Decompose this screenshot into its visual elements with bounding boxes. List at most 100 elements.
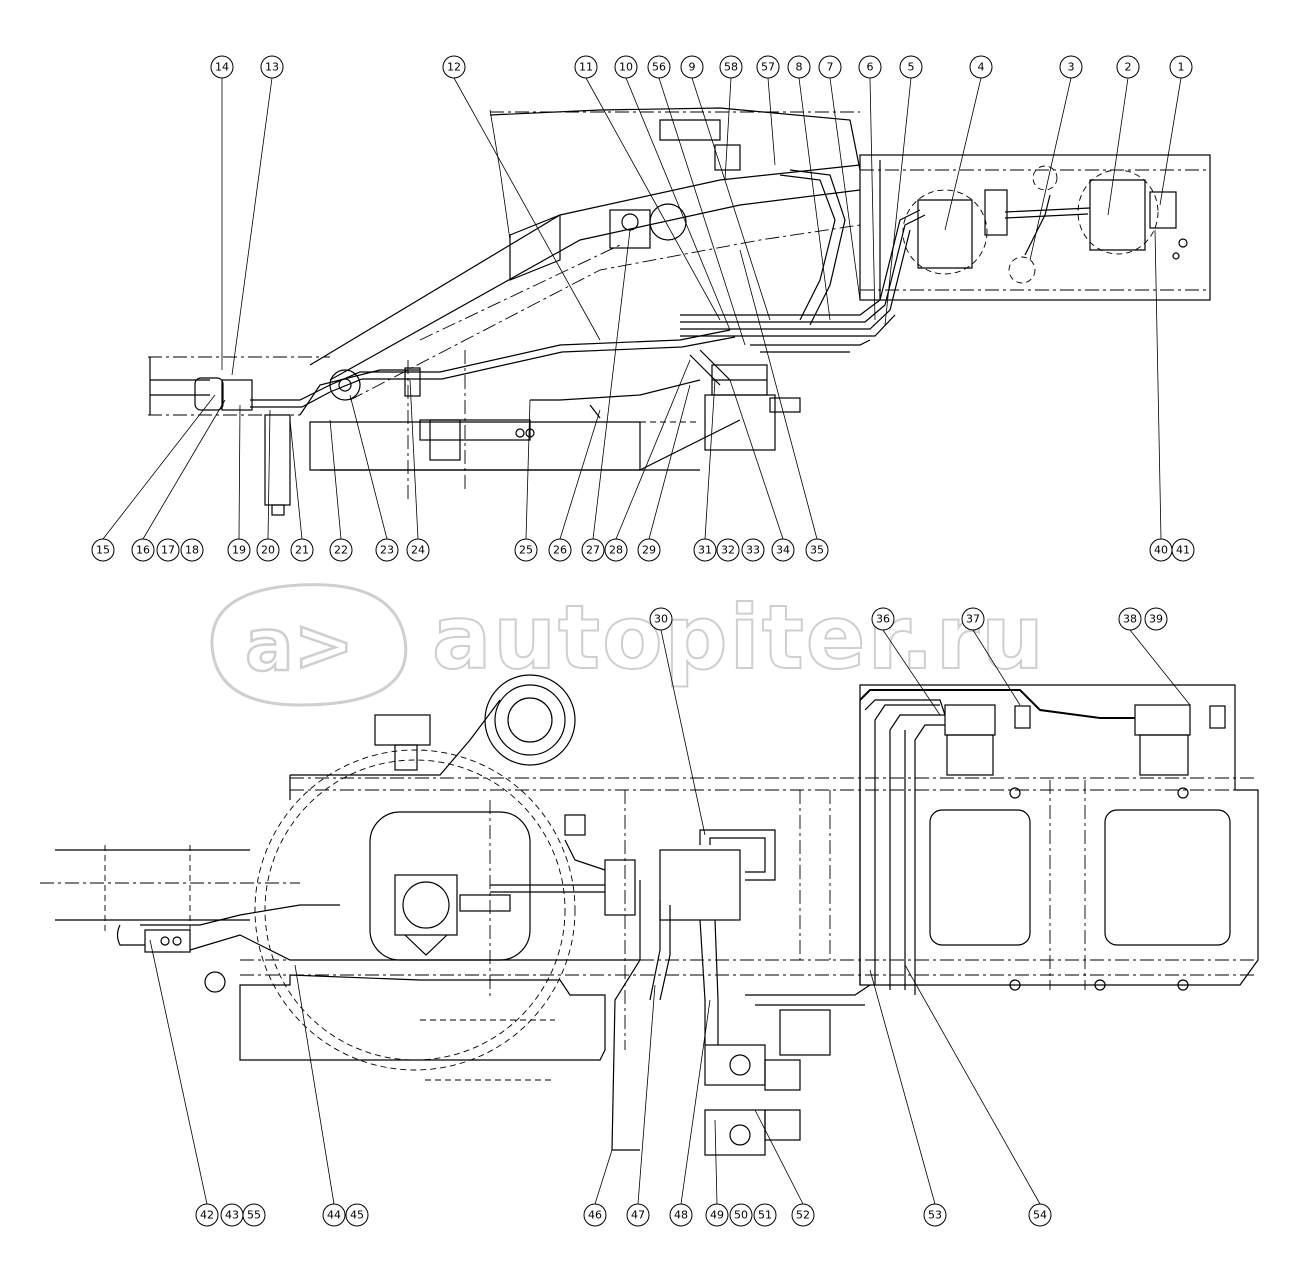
callout-circle [514,538,538,562]
callout-42: 42 [149,939,219,1227]
callout-34: 34 [729,379,795,562]
callout-circle [1144,607,1168,631]
callout-circle [1116,55,1140,79]
callout-label: 56 [652,61,666,74]
callout-leader [972,629,1021,706]
callout-circle [753,1203,777,1227]
callout-50: 50 [729,1203,753,1227]
watermark-badge-shape [210,583,408,707]
callout-circle [756,55,780,79]
callout-leader [1129,629,1191,706]
callout-circle [923,1203,947,1227]
callout-circle [771,538,795,562]
callout-leader [1154,229,1162,540]
callout-39: 39 [1144,607,1168,631]
callout-19: 19 [227,404,251,562]
callout-circle [131,538,155,562]
callout-22: 22 [329,419,353,562]
callout-label: 39 [1149,613,1163,626]
callout-label: 58 [724,61,738,74]
callout-label: 21 [295,544,309,557]
callout-24: 24 [406,379,430,562]
callout-circle [604,538,628,562]
callout-55: 55 [242,1203,266,1227]
callout-circle [741,538,765,562]
callout-label: 47 [631,1209,645,1222]
callout-leader [637,984,656,1205]
callout-circle [91,538,115,562]
callout-circle [290,538,314,562]
callout-label: 40 [1154,544,1168,557]
callout-circle [329,538,353,562]
callout-leader [231,77,273,376]
callout-leader [294,964,335,1205]
callout-leader [289,419,303,540]
callout-11: 11 [574,55,721,321]
callout-46: 46 [583,1149,613,1227]
callout-leader [149,939,208,1205]
callout-30: 30 [649,607,706,836]
callout-leader [714,1119,718,1205]
callout-circle [375,538,399,562]
callout-label: 27 [586,544,600,557]
callout-leader [658,77,746,346]
callout-label: 52 [796,1209,810,1222]
callout-circle [581,538,605,562]
callout-leader [739,249,818,540]
callout-leader [238,404,241,540]
callout-leader [691,77,771,321]
callout-label: 14 [215,61,229,74]
callout-circle [680,55,704,79]
callout-circle [969,55,993,79]
callout-label: 19 [232,544,246,557]
callout-leader [349,394,388,540]
callout-label: 8 [796,61,803,74]
callout-label: 11 [579,61,593,74]
callout-label: 12 [447,61,461,74]
callout-circle [242,1203,266,1227]
callout-label: 35 [810,544,824,557]
callout-16: 16 [131,399,226,562]
callout-36: 36 [871,607,941,716]
callout-label: 48 [674,1209,688,1222]
callout-circle [961,607,985,631]
callout-54: 54 [904,964,1052,1227]
callout-5: 5 [884,55,923,326]
callout-label: 42 [200,1209,214,1222]
callout-leader [592,229,631,540]
callout-label: 24 [411,544,425,557]
callout-circle [805,538,829,562]
callout-circle [818,55,842,79]
callout-circle [548,538,572,562]
callout-circle [574,55,598,79]
callout-38: 38 [1118,607,1191,706]
callout-label: 45 [350,1209,364,1222]
callout-circle [156,538,180,562]
callout-label: 16 [136,544,150,557]
callout-label: 17 [161,544,175,557]
callout-label: 23 [380,544,394,557]
callout-label: 31 [698,544,712,557]
callout-label: 36 [876,613,890,626]
callout-leader [142,399,226,540]
callout-37: 37 [961,607,1021,706]
callout-leader [754,1109,804,1205]
callout-circle [195,1203,219,1227]
callout-3: 3 [1029,55,1083,261]
top-view-drawing [148,107,1211,516]
callout-label: 18 [185,544,199,557]
callout-leader [904,964,1041,1205]
callout-28: 28 [604,359,691,562]
callout-leader [729,379,784,540]
callout-label: 30 [654,613,668,626]
callout-circle [1171,538,1195,562]
callout-13: 13 [231,55,284,376]
callout-leader [882,629,941,716]
callout-circle [693,538,717,562]
callout-circle [705,1203,729,1227]
callout-label: 26 [553,544,567,557]
callout-circle [180,538,204,562]
callout-circle [227,538,251,562]
